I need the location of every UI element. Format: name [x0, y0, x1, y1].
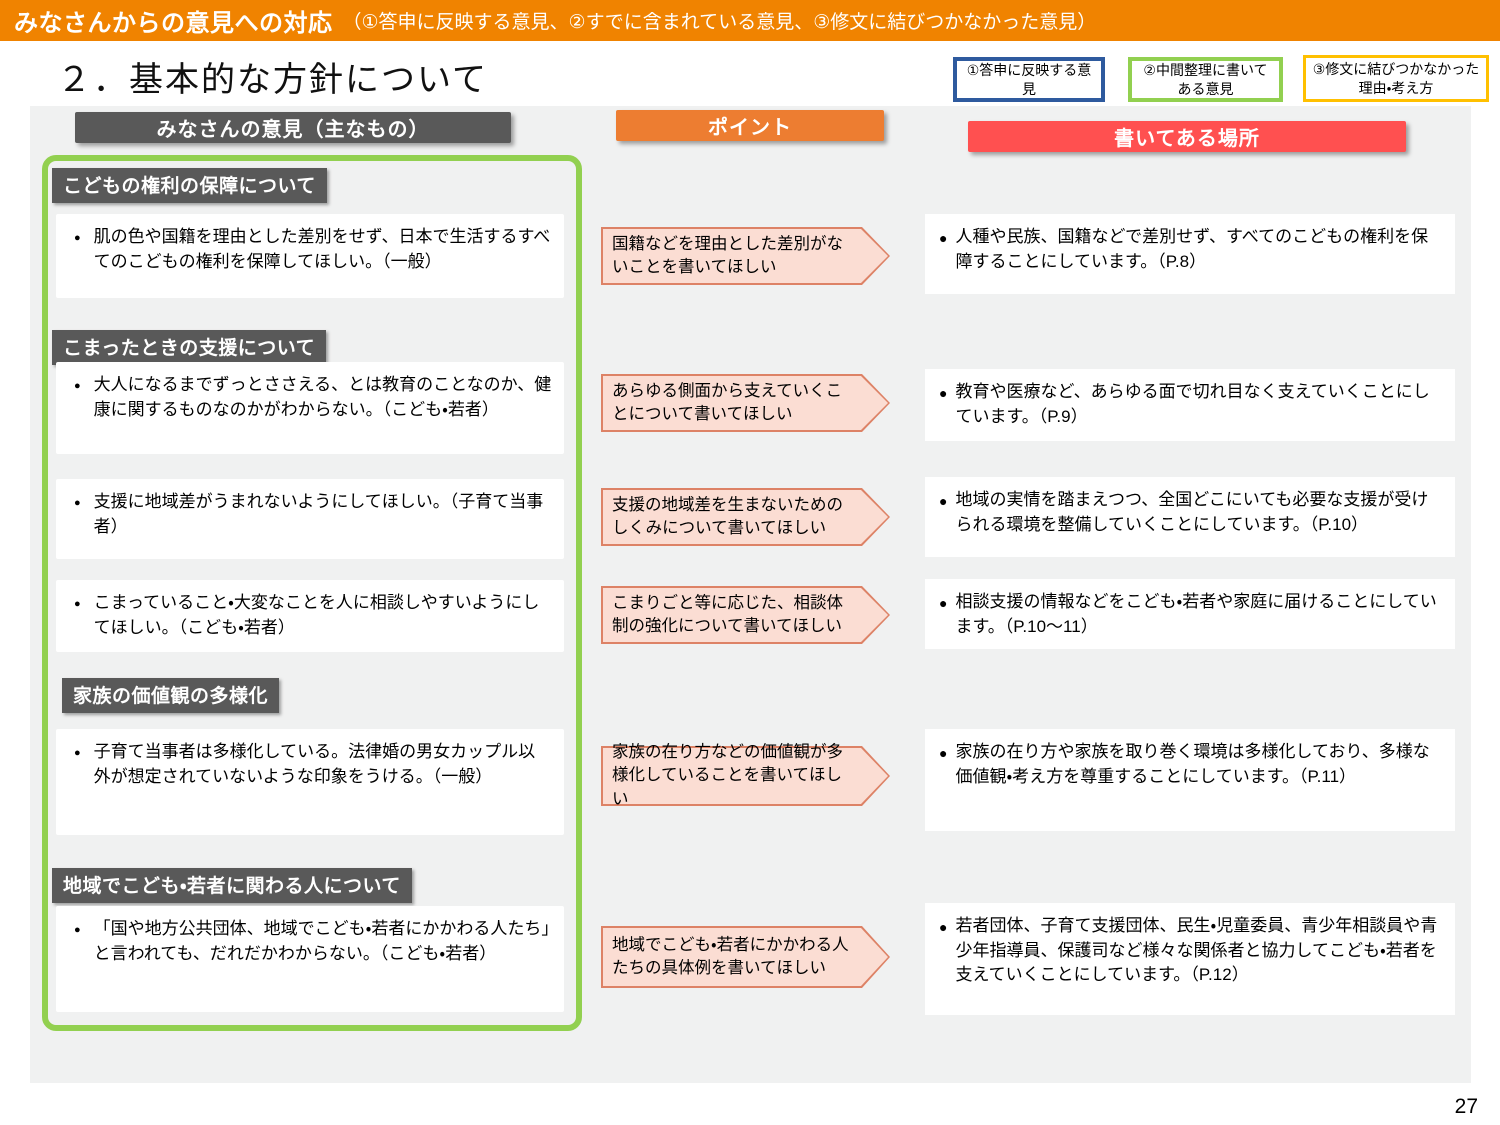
location-text: 教育や医療など、あらゆる面で切れ目なく支えていくことにしています。（P.9） [955, 382, 1430, 426]
section-label-family-values: 家族の価値観の多様化 [62, 678, 280, 713]
legend-reflected-in-report: ①答申に反映する意見 [953, 57, 1105, 102]
location-item-p10: ● 地域の実情を踏まえつつ、全国どこにいても必要な支援が受けられる環境を整備して… [925, 477, 1455, 557]
opinion-text: こまっていること・大変なことを人に相談しやすいようにしてほしい。（こども・若者） [93, 593, 540, 637]
arrow-shape-fill [603, 376, 888, 430]
opinion-text: 子育て当事者は多様化している。法律婚の男女カップル以外が想定されていないような印… [93, 742, 536, 786]
location-item-p12: ● 若者団体、子育て支援団体、民生・児童委員、青少年相談員や青少年指導員、保護司… [925, 903, 1455, 1015]
column-header-locations: 書いてある場所 [968, 121, 1406, 152]
location-item-p9: ● 教育や医療など、あらゆる面で切れ目なく支えていくことにしています。（P.9） [925, 369, 1455, 441]
bullet-icon: ● [939, 493, 948, 509]
opinion-item-discrimination: ● 肌の色や国籍を理由とした差別をせず、日本で生活するすべてのこどもの権利を保障… [56, 214, 564, 298]
opinion-text: 大人になるまでずっとささえる、とは教育のことなのか、健康に関するものなのかがわか… [93, 375, 552, 419]
opinion-text: 「国や地方公共団体、地域でこども・若者にかかわる人たち」と言われても、だれだかわ… [93, 919, 550, 963]
opinion-item-regional-gap: ● 支援に地域差がうまれないようにしてほしい。（子育て当事者） [56, 479, 564, 559]
location-item-p8: ● 人種や民族、国籍などで差別せず、すべてのこどもの権利を保障することにしていま… [925, 214, 1455, 294]
point-text: 支援の地域差を生まないためのしくみについて書いてほしい [612, 495, 843, 537]
point-arrow-all-aspects-support: あらゆる側面から支えていくことについて書いてほしい [601, 374, 890, 432]
location-item-p10-11: ● 相談支援の情報などをこども・若者や家庭に届けることにしています。（P.10〜… [925, 579, 1455, 649]
point-text: あらゆる側面から支えていくことについて書いてほしい [612, 381, 843, 423]
bullet-icon: ● [939, 745, 948, 761]
location-text: 人種や民族、国籍などで差別せず、すべてのこどもの権利を保障することにしています。… [955, 227, 1429, 271]
point-text: こまりごと等に応じた、相談体制の強化について書いてほしい [612, 593, 843, 635]
opinion-item-continuous-support: ● 大人になるまでずっとささえる、とは教育のことなのか、健康に関するものなのかが… [56, 362, 564, 454]
banner-title: みなさんからの意見への対応 [14, 10, 333, 37]
point-arrow-consultation-system: こまりごと等に応じた、相談体制の強化について書いてほしい [601, 586, 890, 644]
bullet-icon: ● [74, 497, 81, 509]
arrow-shape-fill [603, 748, 888, 804]
point-text: 家族の在り方などの価値観が多様化していることを書いてほしい [612, 743, 843, 808]
bullet-icon: ● [74, 380, 81, 392]
opinion-item-easy-consultation: ● こまっていること・大変なことを人に相談しやすいようにしてほしい。（こども・若… [56, 580, 564, 652]
arrow-shape-fill [603, 490, 888, 544]
bullet-icon: ● [939, 919, 948, 935]
opinion-item-diverse-families: ● 子育て当事者は多様化している。法律婚の男女カップル以外が想定されていないよう… [56, 729, 564, 835]
location-item-p11: ● 家族の在り方や家族を取り巻く環境は多様化しており、多様な価値観・考え方を尊重… [925, 729, 1455, 831]
legend-not-revised-reason: ③修文に結びつかなかった理由・考え方 [1303, 55, 1489, 102]
point-arrow-local-supporters: 地域でこども・若者にかかわる人たちの具体例を書いてほしい [601, 926, 890, 988]
opinions-container-border [42, 155, 582, 1031]
header-banner: みなさんからの意見への対応 （①答申に反映する意見、②すでに含まれている意見、③… [0, 0, 1500, 41]
point-text: 地域でこども・若者にかかわる人たちの具体例を書いてほしい [612, 935, 849, 977]
point-text: 国籍などを理由とした差別がないことを書いてほしい [612, 234, 843, 276]
bullet-icon: ● [939, 230, 948, 246]
location-text: 地域の実情を踏まえつつ、全国どこにいても必要な支援が受けられる環境を整備していく… [955, 490, 1429, 534]
location-text: 若者団体、子育て支援団体、民生・児童委員、青少年相談員や青少年指導員、保護司など… [955, 916, 1438, 985]
section-label-child-rights: こどもの権利の保障について [52, 168, 327, 203]
section-label-support-when-troubled: こまったときの支援について [52, 330, 327, 365]
point-arrow-discrimination: 国籍などを理由とした差別がないことを書いてほしい [601, 227, 890, 285]
location-text: 相談支援の情報などをこども・若者や家庭に届けることにしています。（P.10〜11… [955, 592, 1437, 636]
bullet-icon: ● [74, 747, 81, 759]
bullet-icon: ● [74, 598, 81, 610]
bullet-icon: ● [939, 595, 948, 611]
opinion-text: 支援に地域差がうまれないようにしてほしい。（子育て当事者） [93, 492, 544, 536]
point-arrow-regional-gap: 支援の地域差を生まないためのしくみについて書いてほしい [601, 488, 890, 546]
page-number: 27 [1454, 1095, 1478, 1118]
arrow-shape-fill [603, 229, 888, 283]
bullet-icon: ● [74, 232, 81, 244]
legend-in-interim-summary: ②中間整理に書いてある意見 [1128, 57, 1283, 102]
arrow-shape-fill [603, 928, 888, 986]
bullet-icon: ● [74, 924, 81, 936]
location-text: 家族の在り方や家族を取り巻く環境は多様化しており、多様な価値観・考え方を尊重する… [955, 742, 1430, 786]
arrow-shape-fill [603, 588, 888, 642]
column-header-points: ポイント [616, 110, 884, 141]
opinion-text: 肌の色や国籍を理由とした差別をせず、日本で生活するすべてのこどもの権利を保障して… [93, 227, 551, 271]
banner-subtitle: （①答申に反映する意見、②すでに含まれている意見、③修文に結びつかなかった意見） [342, 12, 1097, 33]
column-header-opinions: みなさんの意見（主なもの） [75, 112, 511, 143]
opinion-item-unknown-supporters: ● 「国や地方公共団体、地域でこども・若者にかかわる人たち」と言われても、だれだ… [56, 906, 564, 1012]
point-arrow-family-values: 家族の在り方などの価値観が多様化していることを書いてほしい [601, 743, 890, 808]
section-label-local-supporters: 地域でこども・若者に関わる人について [52, 868, 412, 903]
bullet-icon: ● [939, 385, 948, 401]
page-title: ２．基本的な方針について [57, 61, 488, 99]
